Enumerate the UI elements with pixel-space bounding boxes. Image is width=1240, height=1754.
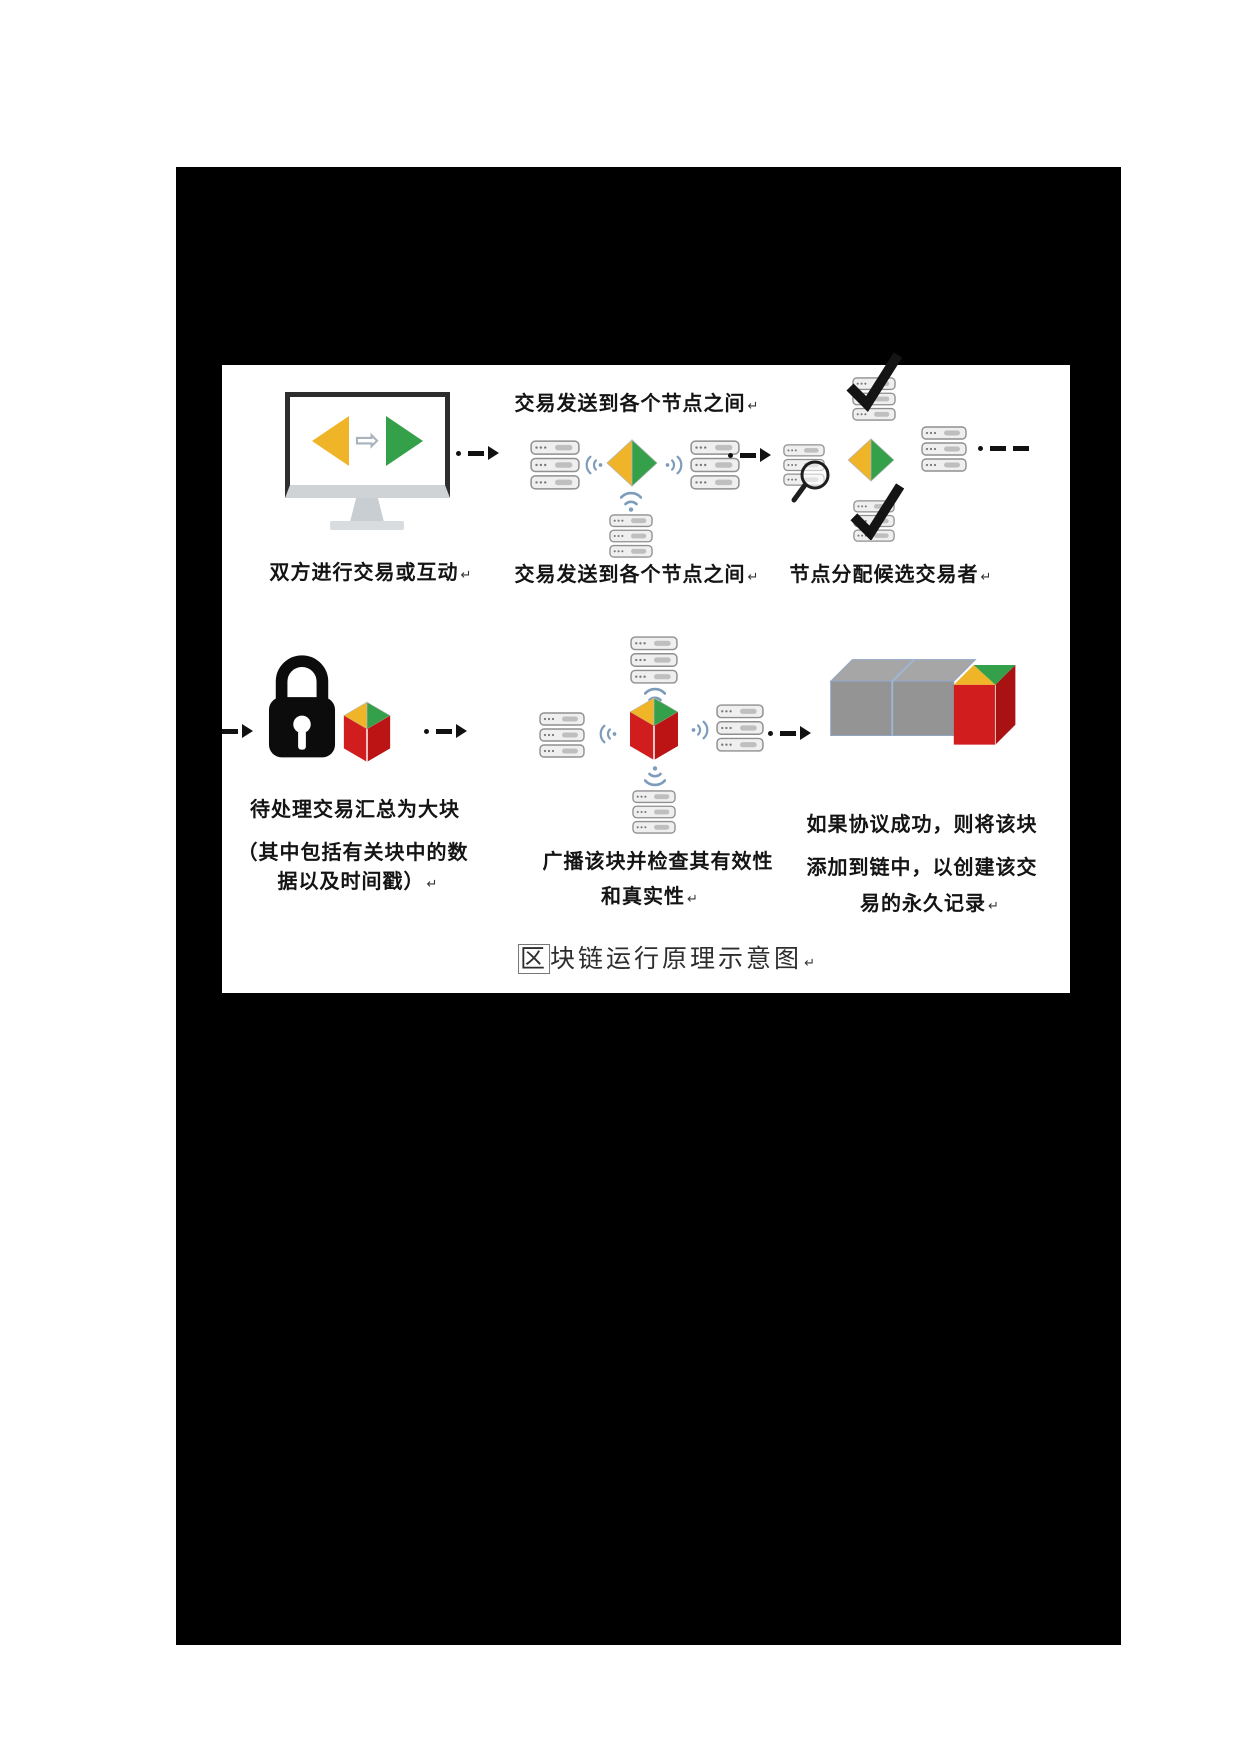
step6-label-line3: 易的永久记录↵ (860, 893, 1000, 915)
server-stack-icon (530, 440, 580, 490)
step2-label: 交易发送到各个节点之间↵ (514, 564, 760, 586)
lock-icon (268, 642, 336, 760)
step4-label-line1: 待处理交易汇总为大块 (250, 799, 460, 821)
block-cube-icon (340, 700, 394, 764)
caption-first-char: 区 (518, 944, 551, 974)
green-right-triangle-icon (386, 416, 424, 466)
diamond-icon (846, 438, 896, 482)
dashed-line-icon (978, 446, 1029, 451)
return-mark: ↵ (988, 898, 1000, 913)
check-icon (850, 482, 904, 540)
dashed-arrow-icon (456, 446, 499, 460)
dashed-arrow-icon (768, 726, 811, 740)
wifi-icon (688, 712, 710, 748)
step2-top-label: 交易发送到各个节点之间↵ (514, 393, 760, 415)
return-mark: ↵ (687, 891, 699, 906)
return-mark: ↵ (460, 567, 473, 582)
server-stack-icon (631, 790, 677, 834)
return-mark: ↵ (980, 569, 993, 584)
diamond-icon (606, 438, 658, 488)
server-stack-icon (630, 635, 678, 685)
wifi-icon (662, 448, 684, 482)
monitor-stand (350, 498, 384, 522)
step4-label-line2: （其中包括有关块中的数 (237, 842, 469, 864)
dashed-arrow-icon (728, 448, 771, 462)
return-mark: ↵ (747, 569, 760, 584)
wifi-icon (598, 716, 620, 752)
monitor-base (330, 521, 404, 530)
server-stack-icon (921, 426, 967, 472)
diagram-caption: 区块链运行原理示意图↵ (518, 944, 818, 974)
step3-label: 节点分配候选交易者↵ (789, 564, 993, 586)
step4-label-line3: 据以及时间戳）↵ (277, 871, 439, 893)
dashed-arrow-icon (222, 724, 253, 738)
monitor-icon: ⇨ (285, 392, 450, 498)
step1-label: 双方进行交易或互动↵ (269, 562, 473, 584)
block-cube-icon (626, 696, 682, 762)
return-mark: ↵ (426, 876, 439, 891)
wifi-icon (644, 760, 666, 790)
return-mark: ↵ (747, 398, 760, 413)
wifi-icon (584, 448, 606, 482)
step5-label-line2: 和真实性↵ (601, 886, 699, 908)
server-stack-icon (716, 704, 764, 752)
blockchain-icon (827, 652, 1019, 754)
magnifier-icon (790, 458, 830, 504)
transfer-arrow-icon: ⇨ (354, 424, 381, 457)
server-stack-icon (534, 712, 590, 758)
step6-label-line1: 如果协议成功，则将该块 (806, 814, 1038, 836)
yellow-left-triangle-icon (311, 416, 349, 466)
server-stack-icon (608, 514, 654, 558)
dashed-arrow-icon (424, 724, 467, 738)
return-mark: ↵ (804, 955, 818, 970)
check-icon (846, 350, 902, 412)
step6-label-line2: 添加到链中，以创建该交 (806, 857, 1038, 879)
step5-label-line1: 广播该块并检查其有效性 (542, 851, 774, 873)
